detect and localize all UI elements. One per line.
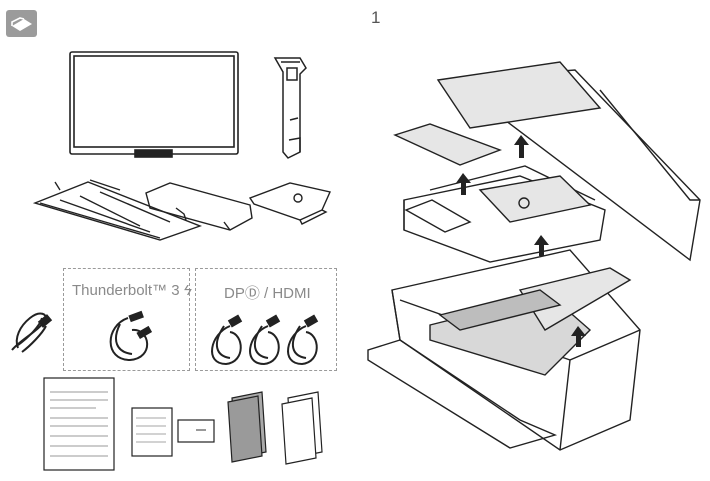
base-cover-illustration (145, 182, 253, 231)
power-cable-illustration (11, 312, 53, 353)
thunderbolt-cable-group (63, 268, 190, 371)
stand-riser-illustration (273, 57, 307, 159)
thunderbolt-label: Thunderbolt™ 3 ϟ (72, 282, 192, 299)
open-box-illustration (367, 61, 701, 451)
stand-base-illustration (248, 182, 331, 225)
up-arrow-icon (456, 135, 586, 347)
open-box-icon (6, 10, 37, 37)
step-number: 1 (371, 8, 381, 27)
dp-hdmi-cable-group (195, 268, 337, 371)
dp-hdmi-label: DPⒹ / HDMI (224, 285, 311, 302)
thunderbolt-label-text: Thunderbolt™ 3 (72, 282, 180, 299)
lightning-bolt-icon: ϟ (183, 282, 192, 299)
thunderbolt-cable-illustration (109, 310, 153, 362)
cable-cover-illustration (32, 179, 203, 241)
documents-illustration (43, 377, 323, 471)
dp-hdmi-cables-illustration (211, 314, 319, 366)
monitor-illustration (69, 51, 239, 158)
